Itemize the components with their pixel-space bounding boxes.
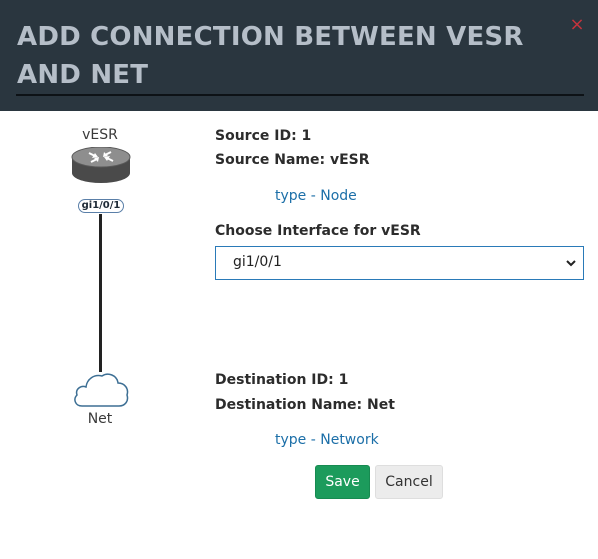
cloud-icon [74, 373, 129, 407]
destination-node-label: Net [87, 411, 113, 427]
cancel-button[interactable]: Cancel [375, 465, 443, 499]
destination-id: Destination ID: 1 [215, 372, 349, 388]
connection-line [99, 214, 102, 372]
dialog-header: ADD CONNECTION BETWEEN VESR AND NET × [0, 0, 598, 111]
source-name: Source Name: vESR [215, 152, 370, 168]
dialog-body: vESR gi1/0/1 Net Source ID: 1 Source Nam… [0, 111, 598, 559]
dialog-title: ADD CONNECTION BETWEEN VESR AND NET [17, 22, 524, 90]
destination-name: Destination Name: Net [215, 397, 395, 413]
save-button[interactable]: Save [315, 465, 370, 499]
router-icon [71, 147, 131, 183]
interface-select-label: Choose Interface for vESR [215, 223, 421, 239]
destination-type: type - Network [275, 432, 379, 448]
source-type: type - Node [275, 188, 357, 204]
interface-badge: gi1/0/1 [78, 199, 124, 213]
chevron-down-icon [566, 260, 576, 267]
source-id: Source ID: 1 [215, 128, 312, 144]
close-icon[interactable]: × [569, 14, 585, 35]
interface-select[interactable]: gi1/0/1 [215, 246, 584, 280]
source-node-label: vESR [82, 127, 118, 143]
title-divider [16, 94, 584, 96]
interface-select-value: gi1/0/1 [233, 254, 282, 270]
